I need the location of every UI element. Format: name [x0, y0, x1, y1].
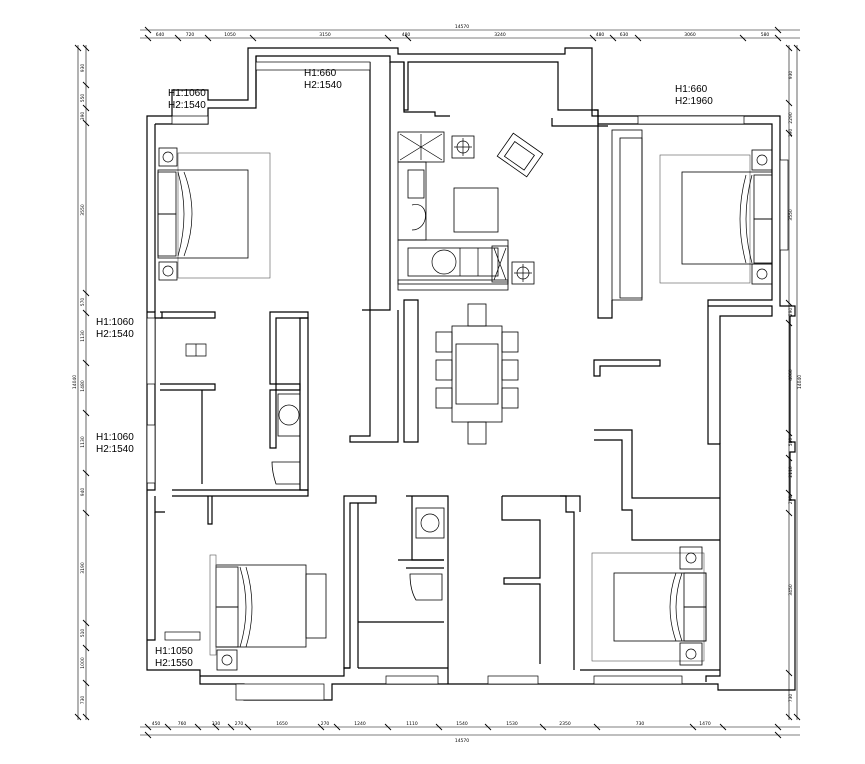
window-left-lower: [146, 424, 156, 484]
left-dim-4: 3550: [80, 204, 86, 216]
wardrobe-top-right: [611, 129, 643, 301]
bottom-dim-3: 330: [212, 721, 221, 727]
walls: [146, 47, 796, 701]
height-notes: H1:1060 H2:1540 H1:660 H2:1540 H1:660 H2…: [96, 68, 713, 669]
bottom-dim-1: 450: [152, 721, 161, 727]
right-dim-6: 4060: [788, 369, 794, 381]
left-dim-6: 1130: [80, 330, 86, 342]
bathroom-fixtures: [185, 343, 445, 601]
note-top-center-h1: H1:660: [304, 68, 337, 79]
bottom-dim-2: 760: [178, 721, 187, 727]
note-top-right-h1: H1:660: [675, 84, 708, 95]
left-dim-11: 510: [80, 629, 86, 638]
left-dim-1: 930: [80, 64, 86, 73]
top-dim-7: 480: [596, 32, 605, 38]
bottom-dim-7: 1240: [354, 721, 366, 727]
left-dim-7: 1480: [80, 380, 86, 392]
note-top-left-h1: H1:1060: [168, 88, 206, 99]
bottom-dim-11: 2350: [559, 721, 571, 727]
bed-top-right: [659, 149, 773, 285]
right-dim-11: 730: [788, 694, 794, 703]
right-dim-4: 3550: [788, 209, 794, 221]
bed-top-left: [157, 147, 271, 281]
note-left-lower-h2: H2:1540: [96, 444, 134, 455]
right-dim-2: 2290: [788, 112, 794, 124]
sofa-set: [397, 131, 509, 291]
bottom-dim-6: 270: [321, 721, 330, 727]
top-dim-8: 630: [620, 32, 629, 38]
side-table-lamp-1: [451, 135, 475, 159]
top-dim-2: 720: [186, 32, 195, 38]
bottom-dim-13: 1470: [699, 721, 711, 727]
right-dim-5: 290: [788, 308, 794, 317]
right-dim-3: 290: [788, 129, 794, 138]
coffee-table: [453, 187, 499, 233]
window-bottom-bay: [235, 683, 325, 701]
left-dim-9: 940: [80, 488, 86, 497]
window-top-right: [637, 115, 745, 125]
window-bottom-right: [593, 675, 683, 685]
bottom-total-dim: 14570: [455, 738, 469, 744]
left-dim-12: 1000: [80, 657, 86, 669]
window-top-left: [171, 115, 209, 125]
bottom-dim-5: 1650: [276, 721, 288, 727]
bottom-dim-4: 270: [235, 721, 244, 727]
window-bottom-center: [487, 675, 539, 685]
top-dim-5: 480: [402, 32, 411, 38]
window-top-center: [255, 61, 371, 71]
right-dim-8: 2110: [788, 466, 794, 478]
note-left-lower-h1: H1:1060: [96, 432, 134, 443]
note-top-right-h2: H2:1960: [675, 96, 713, 107]
left-dim-8: 1130: [80, 436, 86, 448]
left-total-dim: 14040: [72, 375, 78, 389]
left-dim-5: 570: [80, 298, 86, 307]
bottom-dim-10: 1530: [506, 721, 518, 727]
note-left-upper-h2: H2:1540: [96, 329, 134, 340]
left-dim-2: 550: [80, 94, 86, 103]
top-dim-1: 640: [156, 32, 165, 38]
bed-bottom-right: [591, 546, 707, 666]
bottom-dim-8: 1110: [406, 721, 418, 727]
top-total-dim: 14570: [455, 24, 469, 30]
note-bottom-left-h2: H2:1550: [155, 658, 193, 669]
bottom-dim-12: 730: [636, 721, 645, 727]
armchair: [496, 132, 544, 178]
top-dim-6: 3240: [494, 32, 506, 38]
window-bottom-bath: [385, 675, 439, 685]
note-left-upper-h1: H1:1060: [96, 317, 134, 328]
window-left-upper: [146, 317, 156, 385]
dimension-lines: [74, 26, 801, 739]
bed-bottom-left: [209, 554, 327, 671]
right-dim-1: 930: [788, 71, 794, 80]
note-bottom-left-h1: H1:1050: [155, 646, 193, 657]
right-total-dim: 14040: [797, 375, 803, 389]
left-dim-13: 730: [80, 696, 86, 705]
note-top-center-h2: H2:1540: [304, 80, 342, 91]
top-dim-9: 3060: [684, 32, 696, 38]
left-dim-3: 390: [80, 112, 86, 121]
windows: [146, 61, 789, 701]
left-dim-10: 3190: [80, 562, 86, 574]
right-dim-10: 3450: [788, 584, 794, 596]
note-top-left-h2: H2:1540: [168, 100, 206, 111]
top-dim-4: 3150: [319, 32, 331, 38]
bottom-dim-9: 1540: [456, 721, 468, 727]
window-bottom-left: [164, 631, 201, 641]
top-dim-3: 1050: [224, 32, 236, 38]
window-right: [779, 159, 789, 251]
dining-table: [435, 303, 519, 445]
top-dim-10: 580: [761, 32, 770, 38]
side-table-lamp-2: [511, 261, 535, 285]
